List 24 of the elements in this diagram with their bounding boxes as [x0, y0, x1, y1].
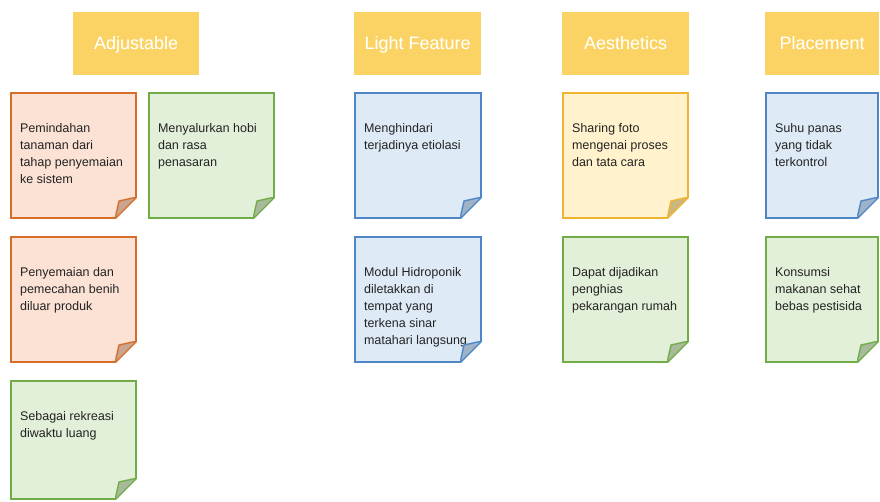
- sticky-note: [562, 92, 689, 219]
- sticky-note: [10, 380, 137, 500]
- sticky-note: [765, 92, 879, 219]
- category-header: Adjustable: [73, 12, 199, 75]
- sticky-note: [765, 236, 879, 363]
- note-text: Sharing foto mengenai proses dan tata cara: [572, 120, 669, 171]
- note-text: Dapat dijadikan penghias pekarangan rumah: [572, 264, 678, 315]
- category-header: Aesthetics: [562, 12, 689, 75]
- sticky-note: [562, 236, 689, 363]
- sticky-note: [354, 236, 482, 363]
- note-text: Menyalurkan hobi dan rasa penasaran: [158, 120, 258, 171]
- note-text: Modul Hidroponik diletakkan di tempat yang terkena sinar matahari langsung: [364, 264, 468, 349]
- note-text: Konsumsi makanan sehat bebas pestisida: [775, 264, 863, 315]
- sticky-note: [354, 92, 482, 219]
- note-text: Sebagai rekreasi diwaktu luang: [20, 408, 115, 442]
- category-header: Placement: [765, 12, 879, 75]
- note-text: Menghindari terjadinya etiolasi: [364, 120, 462, 154]
- note-text: Penyemaian dan pemecahan benih diluar produk: [20, 264, 120, 315]
- note-text: Suhu panas yang tidak terkontrol: [775, 120, 843, 171]
- sticky-note: [10, 92, 137, 219]
- sticky-note: [148, 92, 275, 219]
- sticky-note: [10, 236, 137, 363]
- category-header: Light Feature: [354, 12, 481, 75]
- note-text: Pemindahan tanaman dari tahap penyemaian ke sistem: [20, 120, 124, 188]
